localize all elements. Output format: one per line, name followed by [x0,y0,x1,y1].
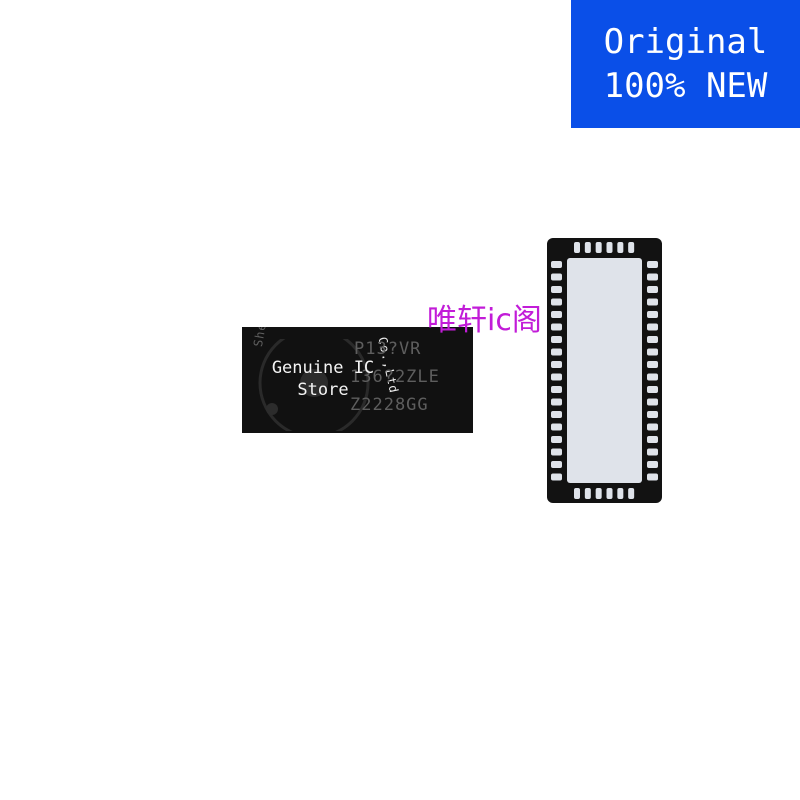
qfn-pad [647,323,658,331]
marking-line-3: Z2228GG [350,395,429,415]
store-watermark-line-1: Genuine IC [271,358,375,378]
qfn-pad [647,461,658,468]
qfn-pad [551,348,562,356]
qfn-pad [551,261,562,268]
qfn-pad [647,386,658,393]
qfn-pad [606,488,613,499]
qfn-pad [628,488,635,499]
qfn-pad [551,473,562,481]
qfn-pad [647,273,658,281]
qfn-pad [647,361,658,368]
qfn-pad [551,361,562,368]
qfn-pad [584,242,591,253]
qfn-pad [551,273,562,281]
qfn-pad [551,298,562,306]
qfn-pad [647,373,658,381]
qfn-pad [595,242,602,253]
store-watermark: Genuine IC Store [258,357,388,401]
badge-line-2: 100% NEW [603,66,768,106]
qfn-pad [574,242,580,253]
chip-top-view: Shenzhe Co.,Ltd P13?VR 136?2ZLE Z2228GG [242,327,473,433]
qfn-pad [551,448,562,456]
qfn-pad [617,242,624,253]
qfn-pad [647,448,658,456]
qfn-pad [647,298,658,306]
qfn-pad [551,373,562,381]
qfn-pad [647,261,658,268]
qfn-pad [647,423,658,431]
qfn-pad [628,242,635,253]
qfn-pad [551,386,562,393]
qfn-pad [647,473,658,481]
thermal-pad [567,258,642,483]
qfn-pad [606,242,613,253]
chinese-store-watermark: 唯轩ic阁 [427,303,542,338]
qfn-pad [551,336,562,343]
qfn-pad [647,348,658,356]
store-watermark-line-2: Store [297,380,349,400]
original-new-badge: Original 100% NEW [571,0,800,128]
qfn-pad [584,488,591,499]
qfn-pad [551,411,562,418]
qfn-pad [647,286,658,293]
qfn-pad [647,411,658,418]
badge-line-1: Original [603,22,768,62]
qfn-pad [647,436,658,443]
chip-bottom-view [547,238,662,503]
qfn-pad [617,488,624,499]
qfn-pad [551,436,562,443]
qfn-pad [551,423,562,431]
qfn-pad [647,311,658,318]
qfn-pad [647,398,658,406]
qfn-pad [551,398,562,406]
qfn-pad [551,323,562,331]
qfn-pad [574,488,580,499]
qfn-pad [595,488,602,499]
qfn-pad [647,336,658,343]
qfn-pad [551,311,562,318]
marking-line-1: P13?VR [354,339,422,359]
marking-line-2: 136?2ZLE [350,367,440,387]
qfn-pad [551,286,562,293]
manufacturer-logo-icon [258,339,370,431]
qfn-pad [551,461,562,468]
